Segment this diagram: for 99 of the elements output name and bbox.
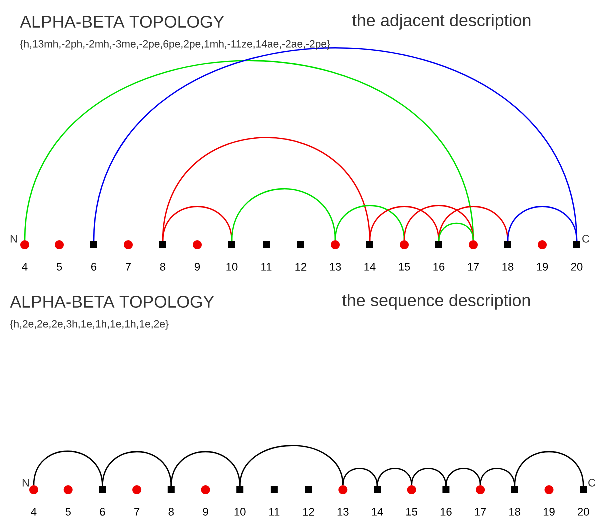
residue-dot (544, 485, 554, 494)
residue-dot (193, 240, 202, 250)
arc (102, 451, 172, 486)
terminus-label: N (10, 235, 18, 243)
subtitle: the sequence description (342, 294, 530, 310)
terminus-label: N (22, 479, 30, 487)
residue-square (511, 486, 518, 494)
residue-number: 13 (338, 508, 349, 516)
residue-dot (20, 240, 30, 250)
residue-dot (469, 240, 478, 250)
residue-dot (476, 485, 486, 494)
residue-number: 4 (22, 263, 28, 271)
arc (334, 205, 406, 240)
arc (376, 468, 412, 486)
residue-number: 11 (262, 263, 272, 271)
residue-dot (338, 485, 348, 494)
residue-number: 18 (502, 263, 514, 271)
arc (369, 206, 440, 242)
residue-number: 13 (330, 263, 342, 271)
residue-dot (55, 240, 64, 250)
arc (404, 205, 474, 240)
residue-square (366, 241, 374, 248)
terminus-label: C (582, 235, 590, 243)
residue-number: 18 (510, 508, 521, 516)
residue-dot (407, 485, 416, 494)
residue-square (374, 486, 381, 494)
residue-square (305, 486, 312, 494)
residue-square (436, 241, 442, 248)
arc (514, 451, 584, 486)
residue-number: 6 (100, 508, 106, 516)
arc (162, 137, 371, 242)
residue-number: 14 (372, 508, 384, 516)
residue-number: 17 (475, 508, 486, 516)
arc (93, 48, 578, 242)
sequence-notation: {h,13mh,-2ph,-2mh,-3me,-2pe,6pe,2pe,1mh,-11ze,14ae,-2ae,-2pe} (20, 40, 330, 50)
residue-number: 5 (66, 508, 71, 516)
residue-number: 20 (578, 508, 590, 516)
residue-square (263, 241, 270, 248)
residue-square (580, 486, 588, 494)
residue-number: 19 (544, 508, 555, 516)
residue-square (99, 486, 106, 494)
residue-square (270, 486, 278, 494)
residue-square (298, 241, 304, 248)
residue-dot (124, 240, 133, 250)
residue-dot (132, 485, 142, 494)
residue-number: 20 (571, 263, 583, 271)
residue-number: 16 (440, 508, 452, 516)
arc (170, 451, 241, 486)
residue-number: 4 (31, 508, 37, 516)
residue-number: 12 (304, 508, 314, 516)
residue-number: 9 (194, 263, 200, 271)
arc (507, 206, 578, 242)
arc (33, 450, 104, 486)
subtitle: the adjacent description (352, 14, 531, 30)
residue-square (90, 241, 98, 248)
residue-square (504, 241, 512, 248)
arc (438, 206, 509, 242)
residue-dot (331, 240, 340, 250)
sequence-notation: {h,2e,2e,2e,3h,1e,1h,1e,1h,1e,2e} (10, 320, 169, 330)
arc (446, 468, 482, 486)
residue-number: 10 (226, 263, 238, 271)
residue-number: 6 (92, 263, 97, 271)
residue-square (168, 486, 175, 494)
residue-dot (64, 485, 73, 494)
residue-number: 7 (134, 508, 140, 516)
title: ALPHA-BETA TOPOLOGY (10, 296, 214, 308)
residue-number: 17 (468, 263, 480, 271)
residue-square (160, 241, 166, 248)
residue-dot (400, 240, 409, 250)
arc (438, 222, 474, 242)
residue-number: 11 (270, 508, 280, 516)
residue-square (236, 486, 244, 494)
residue-number: 15 (406, 508, 418, 516)
terminus-label: C (588, 479, 596, 487)
residue-number: 8 (168, 508, 174, 516)
arc (411, 468, 447, 486)
residue-number: 8 (160, 263, 166, 271)
arc (239, 445, 344, 486)
residue-dot (538, 240, 547, 250)
residue-number: 14 (364, 263, 376, 271)
title: ALPHA-BETA TOPOLOGY (20, 16, 224, 28)
residue-number: 16 (434, 263, 445, 271)
residue-square (442, 486, 450, 494)
arc (480, 468, 516, 486)
arc (162, 206, 233, 242)
residue-square (574, 241, 580, 248)
residue-number: 10 (234, 508, 246, 516)
arc (342, 468, 378, 486)
residue-number: 7 (126, 263, 131, 271)
residue-number: 12 (296, 263, 307, 271)
residue-number: 5 (56, 263, 62, 271)
residue-square (228, 241, 236, 248)
residue-number: 9 (203, 508, 208, 516)
arc (24, 60, 474, 240)
residue-dot (201, 485, 210, 494)
residue-number: 15 (399, 263, 410, 271)
arc (231, 188, 336, 242)
residue-number: 19 (537, 263, 548, 271)
residue-dot (30, 485, 38, 494)
